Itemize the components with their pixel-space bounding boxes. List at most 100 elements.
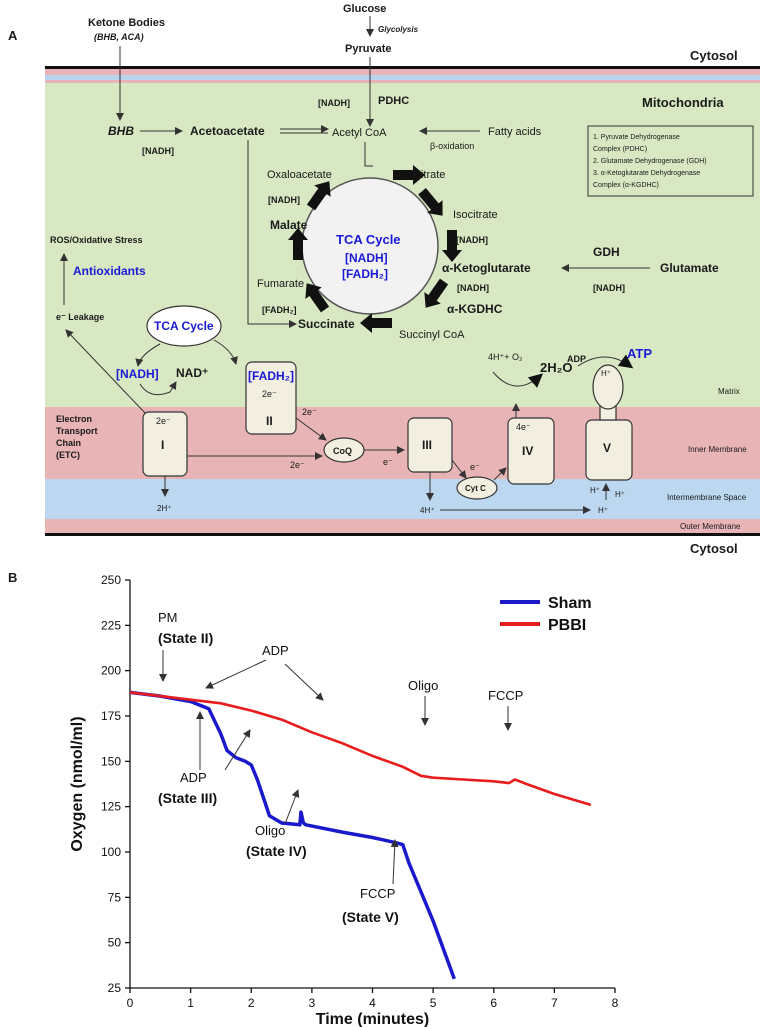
coq-label: CoQ bbox=[333, 446, 352, 456]
acetyl-coa-label: Acetyl CoA bbox=[332, 127, 387, 139]
adp-top-label: ADP bbox=[262, 643, 289, 658]
nadh-gdh-label: [NADH] bbox=[593, 283, 625, 293]
fumarate-label: Fumarate bbox=[257, 278, 304, 290]
oxaloacetate-label: Oxaloacetate bbox=[267, 169, 332, 181]
tca-cycle-title: TCA Cycle bbox=[336, 232, 401, 247]
proton-h-1: H⁺ bbox=[598, 506, 608, 515]
complex-iv-4e: 4e⁻ bbox=[516, 422, 531, 432]
etc-line: Electron bbox=[56, 414, 92, 424]
y-tick-label: 150 bbox=[101, 754, 121, 768]
x-tick-label: 5 bbox=[430, 996, 437, 1010]
i-to-coq-2e: 2e⁻ bbox=[290, 460, 305, 470]
tca-cycle-fadh2: [FADH₂] bbox=[342, 267, 388, 281]
y-tick-label: 75 bbox=[108, 890, 122, 904]
ketone-sub-label: (BHB, ACA) bbox=[94, 32, 144, 42]
cytosol-top-label: Cytosol bbox=[690, 48, 738, 63]
complex-v-head bbox=[592, 364, 624, 410]
enzyme-legend-box bbox=[587, 125, 754, 197]
enzyme-legend: 1. Pyruvate Dehydrogenase Complex (PDHC)… bbox=[593, 134, 707, 189]
oligo-pbbi-label: Oligo bbox=[408, 678, 438, 693]
x-tick-label: 1 bbox=[187, 996, 194, 1010]
adp-label: ADP bbox=[567, 354, 586, 364]
proton-h-2: H⁺ bbox=[590, 486, 600, 495]
x-tick-label: 8 bbox=[612, 996, 619, 1010]
panel-a-label: A bbox=[8, 28, 18, 43]
intermembrane-band bbox=[45, 479, 760, 519]
mitochondria-label: Mitochondria bbox=[642, 95, 724, 110]
x-axis-title: Time (minutes) bbox=[316, 1011, 430, 1027]
malate-label: Malate bbox=[270, 218, 308, 232]
pm-label: PM bbox=[158, 610, 178, 625]
water-curve bbox=[492, 371, 544, 388]
complex-i-2e: 2e⁻ bbox=[156, 416, 171, 426]
glycolysis-label: Glycolysis bbox=[378, 25, 419, 34]
legend-line: 1. Pyruvate Dehydrogenase bbox=[593, 134, 680, 141]
state-iv-label: (State IV) bbox=[246, 843, 307, 859]
adp-sham-label: ADP bbox=[180, 770, 207, 785]
annotation-arrow bbox=[205, 659, 267, 689]
tca-cycle-small bbox=[146, 305, 222, 347]
succinate-label: Succinate bbox=[298, 317, 355, 331]
complex-ii-label: II bbox=[266, 414, 273, 428]
oxygen-input: 4H⁺+ O₂ bbox=[488, 352, 523, 362]
x-tick-label: 0 bbox=[127, 996, 134, 1010]
fadh2-succinate-label: [FADH₂] bbox=[262, 305, 297, 315]
iii-to-cytc bbox=[451, 459, 467, 479]
legend-label: PBBI bbox=[548, 617, 586, 634]
complex-v-label: V bbox=[603, 441, 611, 455]
leakage-arrow bbox=[65, 329, 147, 415]
complex-v-h: H⁺ bbox=[601, 369, 611, 378]
annotation-arrow bbox=[390, 839, 399, 885]
cytosol-band-top bbox=[45, 66, 760, 69]
y-tick-label: 175 bbox=[101, 709, 121, 723]
nadh-malate-label: [NADH] bbox=[268, 195, 300, 205]
complex-iv-label: IV bbox=[522, 444, 533, 458]
atp-label: ATP bbox=[627, 346, 652, 361]
y-axis-title: Oxygen (nmol/ml) bbox=[69, 716, 86, 851]
cyt-c-label: Cyt C bbox=[465, 484, 486, 493]
outer-membrane-label: Outer Membrane bbox=[680, 522, 741, 531]
ketone-bodies-label: Ketone Bodies bbox=[88, 17, 165, 29]
acetoacetate-label: Acetoacetate bbox=[190, 124, 265, 138]
x-tick-label: 3 bbox=[309, 996, 316, 1010]
coq-iii-e: e⁻ bbox=[383, 457, 393, 467]
ii-to-coq-2e: 2e⁻ bbox=[302, 407, 317, 417]
succinyl-coa-label: Succinyl CoA bbox=[399, 329, 465, 341]
complex-ii bbox=[245, 361, 297, 435]
oligo-sham-label: Oligo bbox=[255, 823, 285, 838]
etc-line: Transport bbox=[56, 426, 98, 436]
fccp-pbbi-label: FCCP bbox=[488, 688, 523, 703]
atp-curve bbox=[577, 354, 634, 369]
antioxidants-label: Antioxidants bbox=[73, 264, 146, 278]
annotation-arrow bbox=[284, 789, 300, 825]
x-tick-label: 4 bbox=[369, 996, 376, 1010]
tca-to-nadh bbox=[135, 343, 161, 367]
pyruvate-label: Pyruvate bbox=[345, 43, 391, 55]
iii-cytc-e: e⁻ bbox=[470, 462, 480, 472]
y-tick-label: 125 bbox=[101, 800, 121, 814]
tca-to-fadh2 bbox=[213, 339, 238, 365]
intermembrane-label: Intermembrane Space bbox=[667, 493, 747, 502]
legend-line: Complex (α-KGDHC) bbox=[593, 182, 659, 189]
inner-membrane-label: Inner Membrane bbox=[688, 445, 747, 454]
y-tick-label: 25 bbox=[108, 981, 122, 995]
state-ii-label: (State II) bbox=[158, 630, 213, 646]
nad-plus-label: NAD⁺ bbox=[176, 366, 208, 380]
ros-label: ROS/Oxidative Stress bbox=[50, 235, 143, 245]
fccp-sham-label: FCCP bbox=[360, 886, 395, 901]
nadh-curve bbox=[139, 381, 177, 396]
bhb-label: BHB bbox=[108, 124, 134, 138]
isocitrate-label: Isocitrate bbox=[453, 209, 498, 221]
x-tick-label: 7 bbox=[551, 996, 558, 1010]
annotation-arrow bbox=[284, 663, 324, 701]
y-tick-label: 50 bbox=[108, 936, 122, 950]
series-line-sham bbox=[129, 690, 456, 980]
complex-iii-label: III bbox=[422, 438, 432, 452]
fatty-acids-label: Fatty acids bbox=[488, 126, 542, 138]
cytosol-band-bottom bbox=[45, 533, 760, 536]
proton-h-3: H⁺ bbox=[615, 490, 625, 499]
alpha-kgdhc-label: α-KGDHC bbox=[447, 302, 503, 316]
panel-b-label: B bbox=[8, 570, 17, 585]
ii-to-coq-arrow bbox=[295, 417, 327, 441]
